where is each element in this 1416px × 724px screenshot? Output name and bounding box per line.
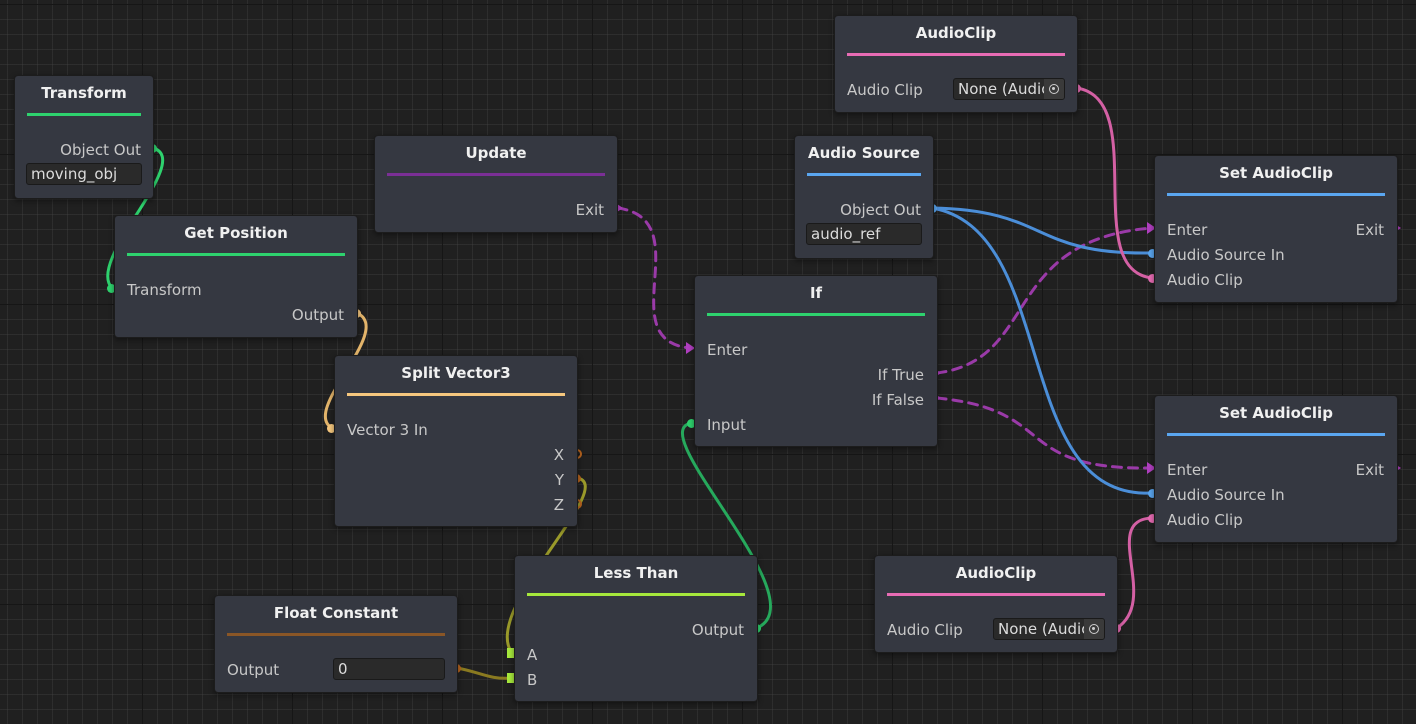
wire-source-to-set-bottom — [930, 206, 1154, 495]
title-underline — [227, 633, 445, 636]
node-title: Float Constant — [273, 604, 399, 622]
x-label: X — [553, 446, 564, 464]
less-than-a-port[interactable] — [507, 648, 517, 658]
set-top-source-port[interactable] — [1148, 249, 1157, 258]
title-underline — [807, 173, 921, 176]
node-title: Set AudioClip — [1219, 404, 1333, 422]
audio-clip-value: None (Audic — [958, 80, 1050, 98]
audio-clip-object-field[interactable]: None (Audic — [953, 78, 1065, 100]
node-title: AudioClip — [955, 564, 1037, 582]
object-name-field[interactable]: moving_obj — [26, 163, 142, 185]
wire-transform-to-get-position — [106, 146, 164, 290]
node-title: Transform — [41, 84, 127, 102]
title-underline — [707, 313, 925, 316]
update-exit-port[interactable] — [614, 202, 623, 214]
get-position-node[interactable]: Get Position Transform Output — [114, 215, 358, 338]
update-node[interactable]: Update Exit — [374, 135, 618, 233]
title-underline — [1167, 433, 1385, 436]
float-value-field[interactable]: 0 — [333, 658, 445, 680]
wire-if-true-to-set-top — [935, 226, 1154, 375]
transform-node[interactable]: Transform Object Out moving_obj — [14, 75, 154, 199]
output-label: Output — [291, 306, 344, 324]
target-picker-icon — [1049, 84, 1059, 94]
node-title: If — [809, 284, 823, 302]
set-top-enter-port[interactable] — [1147, 222, 1156, 234]
wire-source-to-set-top — [930, 206, 1154, 255]
audio-clip-label: Audio Clip — [887, 621, 963, 639]
wire-if-false-to-set-bottom — [935, 396, 1154, 470]
if-node[interactable]: If Enter If True If False Input — [694, 275, 938, 447]
if-true-label: If True — [877, 366, 924, 384]
vector-in-label: Vector 3 In — [347, 421, 428, 439]
title-underline — [527, 593, 745, 596]
target-picker-icon — [1089, 624, 1099, 634]
title-underline — [1167, 193, 1385, 196]
object-picker-button[interactable] — [1084, 619, 1104, 639]
split-vector3-node[interactable]: Split Vector3 Vector 3 In X Y Z — [334, 355, 578, 527]
audio-clip-label: Audio Clip — [1167, 271, 1243, 289]
audio-source-in-label: Audio Source In — [1167, 246, 1285, 264]
wire-split-y-to-a — [505, 476, 587, 655]
if-false-label: If False — [871, 391, 924, 409]
transform-input-label: Transform — [127, 281, 202, 299]
object-out-label: Object Out — [840, 201, 921, 219]
object-out-label: Object Out — [60, 141, 141, 159]
title-underline — [387, 173, 605, 176]
node-title: Get Position — [184, 224, 288, 242]
less-than-b-port[interactable] — [507, 673, 517, 683]
split-vector-in-port[interactable] — [327, 424, 336, 433]
enter-label: Enter — [707, 341, 748, 359]
b-label: B — [527, 671, 538, 689]
set-audioclip-node-top[interactable]: Set AudioClip Enter Exit Audio Source In… — [1154, 155, 1398, 303]
audioclip-node-bottom[interactable]: AudioClip Audio Clip None (Audic — [874, 555, 1118, 653]
enter-label: Enter — [1167, 221, 1208, 239]
set-top-clip-port[interactable] — [1148, 274, 1157, 283]
title-underline — [27, 113, 141, 116]
set-bottom-enter-port[interactable] — [1147, 462, 1156, 474]
audio-source-in-label: Audio Source In — [1167, 486, 1285, 504]
if-enter-port[interactable] — [686, 342, 695, 354]
node-title: Audio Source — [808, 144, 920, 162]
title-underline — [347, 393, 565, 396]
z-label: Z — [553, 496, 564, 514]
set-audioclip-node-bottom[interactable]: Set AudioClip Enter Exit Audio Source In… — [1154, 395, 1398, 543]
audio-clip-object-field[interactable]: None (Audic — [993, 618, 1105, 640]
output-label: Output — [691, 621, 744, 639]
wire-float-to-b — [455, 666, 514, 680]
title-underline — [847, 53, 1065, 56]
node-title: Set AudioClip — [1219, 164, 1333, 182]
audio-clip-label: Audio Clip — [847, 81, 923, 99]
node-title: Less Than — [593, 564, 679, 582]
audioclip-node-top[interactable]: AudioClip Audio Clip None (Audic — [834, 15, 1078, 113]
wire-less-than-to-if-input — [681, 421, 773, 630]
a-label: A — [527, 646, 538, 664]
exit-label: Exit — [575, 201, 604, 219]
node-title: Update — [465, 144, 527, 162]
wire-update-to-if — [616, 206, 692, 350]
title-underline — [887, 593, 1105, 596]
output-label: Output — [227, 661, 280, 679]
if-input-port[interactable] — [687, 419, 696, 428]
object-picker-button[interactable] — [1044, 79, 1064, 99]
wire-clip-bottom-to-set-bottom — [1115, 516, 1154, 630]
node-title: Split Vector3 — [401, 364, 511, 382]
node-title: AudioClip — [915, 24, 997, 42]
input-label: Input — [707, 416, 746, 434]
get-position-transform-port[interactable] — [107, 284, 116, 293]
y-label: Y — [554, 471, 564, 489]
set-bottom-source-port[interactable] — [1148, 489, 1157, 498]
exit-label: Exit — [1355, 221, 1384, 239]
audio-source-node[interactable]: Audio Source Object Out audio_ref — [794, 135, 934, 259]
exit-label: Exit — [1355, 461, 1384, 479]
float-constant-node[interactable]: Float Constant Output 0 — [214, 595, 458, 693]
less-than-node[interactable]: Less Than Output A B — [514, 555, 758, 702]
audio-clip-label: Audio Clip — [1167, 511, 1243, 529]
audio-source-field[interactable]: audio_ref — [806, 223, 922, 245]
audio-clip-value: None (Audic — [998, 620, 1090, 638]
wire-clip-top-to-set-top — [1075, 86, 1154, 280]
set-bottom-clip-port[interactable] — [1148, 514, 1157, 523]
enter-label: Enter — [1167, 461, 1208, 479]
title-underline — [127, 253, 345, 256]
